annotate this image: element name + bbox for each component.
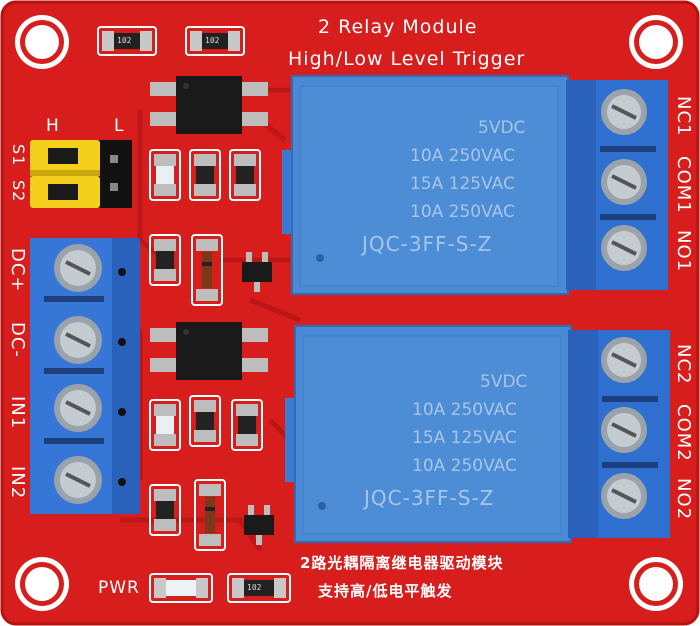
optocoupler-2: [150, 322, 268, 380]
pin-label-nc1: NC1: [673, 96, 694, 137]
relay-1-rating-10a-b: 10A 250VAC: [410, 202, 515, 222]
relay-1-rating-5vdc: 5VDC: [478, 118, 526, 138]
jumper-label-l: L: [114, 116, 125, 136]
pin-label-in2: IN2: [7, 466, 28, 500]
relay-2-model: JQC-3FF-S-Z: [364, 486, 495, 510]
mounting-holes: [15, 15, 683, 611]
jumper-label-s2: S2: [9, 180, 28, 203]
output-terminal-1-block: [566, 80, 668, 290]
resistor-code: 102: [247, 583, 262, 592]
pin-label-com2: COM2: [673, 404, 694, 462]
chinese-line-1: 2路光耦隔离继电器驱动模块: [300, 554, 504, 572]
resistor-code: 102: [117, 36, 132, 45]
smd-components-lower: [149, 395, 274, 551]
optocoupler-1: [150, 76, 268, 134]
jumper-label-s1: S1: [9, 144, 28, 167]
jumper-caps[interactable]: [30, 140, 100, 208]
board-subtitle: High/Low Level Trigger: [288, 48, 526, 70]
relay-1-rating-10a: 10A 250VAC: [410, 146, 515, 166]
pin-label-no1: NO1: [673, 230, 694, 273]
pin-label-no2: NO2: [673, 478, 694, 521]
top-resistors: [97, 26, 245, 56]
pin-label-dc-plus: DC+: [7, 248, 28, 293]
relay-1-body: [282, 75, 569, 295]
relay-2-rating-10a: 10A 250VAC: [412, 400, 517, 420]
pin-label-dc-minus: DC-: [7, 322, 28, 358]
pwr-label: PWR: [98, 578, 140, 598]
pin-label-in1: IN1: [7, 396, 28, 430]
relay-2-rating-15a: 15A 125VAC: [412, 428, 517, 448]
relay-2-rating-10a-b: 10A 250VAC: [412, 456, 517, 476]
board-title: 2 Relay Module: [318, 16, 478, 38]
smd-components-upper: [149, 149, 272, 306]
bottom-resistor: [227, 573, 291, 603]
input-terminal-screws[interactable]: [54, 244, 102, 504]
relay-1-rating-15a: 15A 125VAC: [410, 174, 515, 194]
jumper-header: [98, 140, 132, 208]
output-terminal-1-screws[interactable]: [601, 89, 647, 271]
relay-2-rating-5vdc: 5VDC: [480, 372, 528, 392]
chinese-line-2: 支持高/低电平触发: [318, 582, 453, 600]
output-terminal-2-screws[interactable]: [601, 337, 647, 519]
relay-1-model: JQC-3FF-S-Z: [362, 232, 493, 256]
jumper-label-h: H: [46, 116, 60, 136]
relay-2-body: [285, 325, 572, 543]
pin-label-nc2: NC2: [673, 344, 694, 385]
pwr-led: [149, 573, 213, 603]
resistor-code: 102: [205, 36, 220, 45]
pin-label-com1: COM1: [673, 156, 694, 214]
